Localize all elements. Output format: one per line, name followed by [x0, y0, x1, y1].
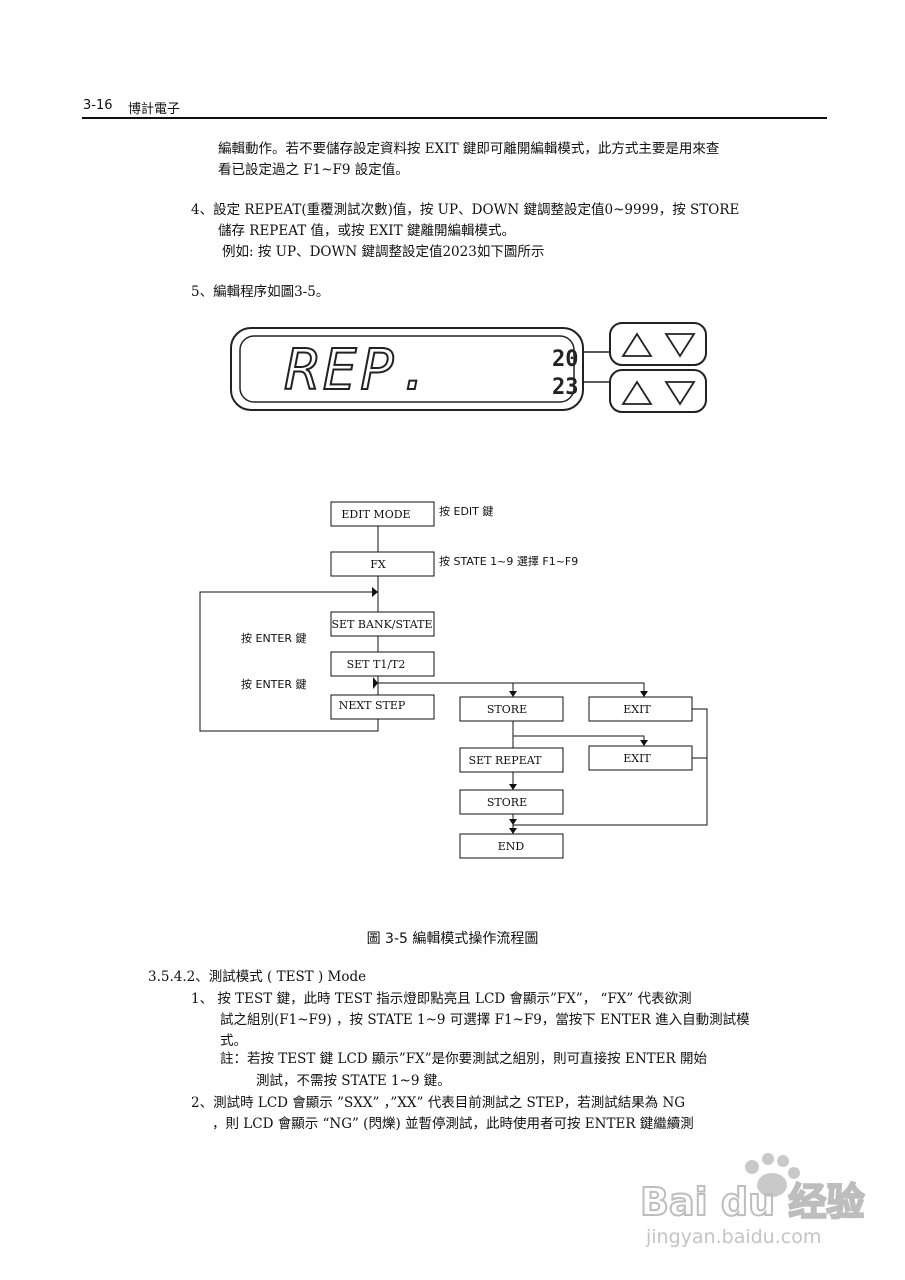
- item4-line-1: 4、設定 REPEAT(重覆測試次數)值，按 UP、DOWN 鍵調整設定值0~9…: [191, 202, 740, 218]
- test-item1-line-2: 試之組別(F1~F9) ，按 STATE 1~9 可選擇 F1~F9，當按下 E…: [220, 1012, 750, 1028]
- box-set-repeat: [459, 747, 564, 773]
- label-fx: FX: [370, 558, 386, 571]
- item4-line-2: 儲存 REPEAT 值，或按 EXIT 鍵離開編輯模式。: [218, 223, 515, 239]
- edit-mode-flowchart: EDIT MODE FX SET BANK/STATE SET T1/T2 NE…: [199, 501, 708, 859]
- box-edit-mode: [330, 501, 435, 527]
- down-arrow-icon: [664, 381, 696, 406]
- lcd-main-text: REP.: [285, 338, 436, 403]
- box-set-t1t2: [330, 651, 435, 677]
- up-down-keypad-top: [609, 322, 707, 366]
- test-note-line-1: 註：若按 TEST 鍵 LCD 顯示”FX”是你要測試之組別，則可直接按 ENT…: [220, 1051, 707, 1067]
- up-down-keypad-bottom: [609, 369, 707, 413]
- box-end: [459, 833, 564, 859]
- lcd-inner-frame: [239, 335, 575, 403]
- label-set-repeat: SET REPEAT: [469, 754, 542, 767]
- box-store-2: [459, 789, 564, 815]
- figure-caption: 圖 3-5 編輯模式操作流程圖: [366, 931, 539, 947]
- watermark-url: jingyan.baidu.com: [645, 1226, 821, 1248]
- up-arrow-icon: [621, 332, 653, 357]
- up-arrow-icon: [621, 380, 653, 405]
- test-heading: 3.5.4.2、測試模式 ( TEST ) Mode: [148, 969, 367, 985]
- note-enter-key-1: 按 ENTER 鍵: [241, 631, 306, 645]
- lcd-digits-bottom: 23: [552, 375, 579, 400]
- test-item1-line-3: 式。: [220, 1033, 247, 1049]
- test-item1-line-1: 1、 按 TEST 鍵，此時 TEST 指示燈即點亮且 LCD 會顯示”FX”，…: [191, 991, 692, 1007]
- lcd-display-illustration: REP. 20 23: [230, 322, 707, 413]
- note-edit-key: 按 EDIT 鍵: [439, 504, 493, 518]
- box-next-step: [330, 694, 435, 720]
- label-end: END: [498, 840, 525, 853]
- header-rule: [82, 117, 827, 119]
- page-number: 3-16: [83, 98, 113, 113]
- label-set-t1t2: SET T1/T2: [347, 658, 406, 671]
- paw-icon: [745, 1160, 759, 1174]
- para-cont-line-1: 編輯動作。若不要儲存設定資料按 EXIT 鍵即可離開編輯模式，此方式主要是用來查: [218, 141, 720, 157]
- test-note-line-2: 測試，不需按 STATE 1~9 鍵。: [256, 1073, 451, 1089]
- company-name: 博計電子: [128, 102, 181, 117]
- label-edit-mode: EDIT MODE: [341, 508, 410, 521]
- note-state-key: 按 STATE 1~9 選擇 F1~F9: [439, 554, 578, 568]
- item4-line-3: 例如: 按 UP、DOWN 鍵調整設定值2023如下圖所示: [222, 244, 545, 260]
- test-item2-line-2: ，則 LCD 會顯示 “NG” (閃爍) 並暫停測試，此時使用者可按 ENTER…: [212, 1116, 694, 1132]
- label-exit-1: EXIT: [623, 703, 651, 716]
- box-set-bank-state: [330, 611, 435, 637]
- test-item2-line-1: 2、測試時 LCD 會顯示 ”SXX” ，”XX” 代表目前測試之 STEP，若…: [191, 1095, 686, 1111]
- box-store-1: [459, 696, 564, 722]
- box-fx: [330, 551, 435, 577]
- label-set-bank-state: SET BANK/STATE: [332, 618, 433, 631]
- item5-line: 5、編輯程序如圖3-5。: [191, 284, 330, 300]
- para-cont-line-2: 看已設定過之 F1~F9 設定值。: [218, 162, 409, 178]
- down-arrow-icon: [664, 333, 696, 358]
- lcd-digits-top: 20: [552, 347, 579, 372]
- label-exit-2: EXIT: [623, 752, 651, 765]
- note-enter-key-2: 按 ENTER 鍵: [241, 677, 306, 691]
- label-next-step: NEXT STEP: [339, 699, 406, 712]
- baidu-watermark: Bai du 经验 jingyan.baidu.com: [640, 1153, 865, 1248]
- label-store-1: STORE: [487, 703, 527, 716]
- watermark-logo: Bai du 经验: [640, 1180, 864, 1224]
- label-store-2: STORE: [487, 796, 527, 809]
